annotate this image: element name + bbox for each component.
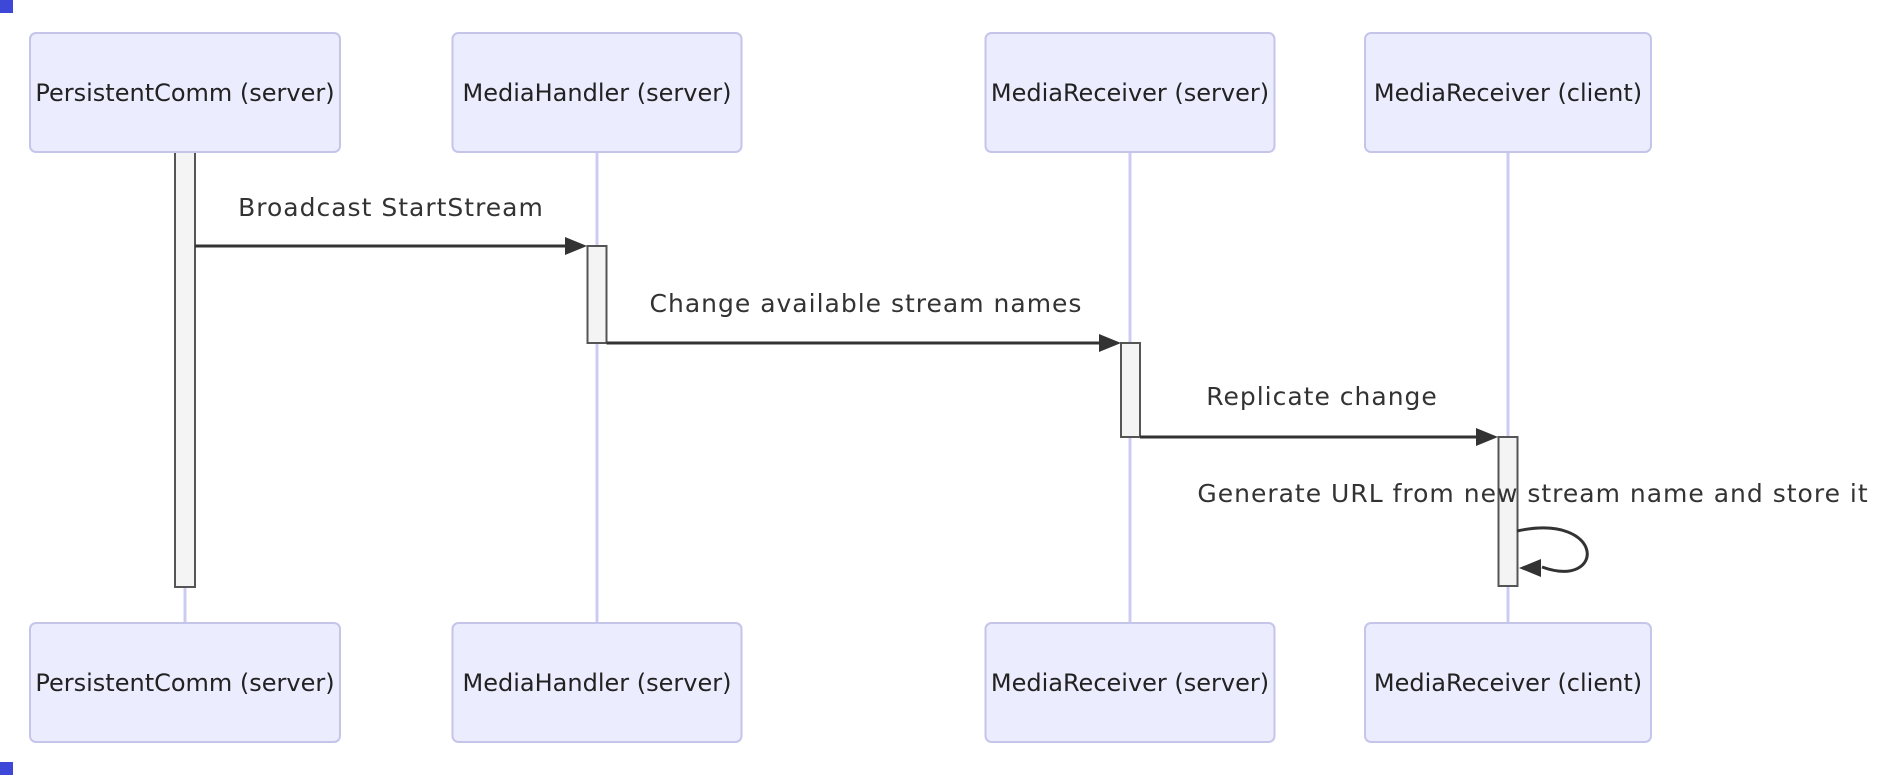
corner-marker-bottom-left bbox=[0, 762, 13, 775]
actor-box bbox=[29, 622, 341, 743]
arrowhead-icon bbox=[565, 237, 587, 255]
messages: Broadcast StartStream Change available s… bbox=[195, 193, 1868, 577]
actor-label: MediaHandler (server) bbox=[463, 79, 732, 107]
actor-box bbox=[451, 622, 743, 743]
message-label: Change available stream names bbox=[650, 289, 1083, 318]
message-generate-url-self-loop: Generate URL from new stream name and st… bbox=[1197, 479, 1868, 577]
actor-top-mediahandler-server: MediaHandler (server) bbox=[451, 32, 743, 153]
activation-bar-persistentcomm-server bbox=[174, 151, 196, 588]
arrowhead-icon bbox=[1476, 428, 1498, 446]
message-replicate-change: Replicate change bbox=[1140, 382, 1498, 446]
actor-bottom-mediahandler-server: MediaHandler (server) bbox=[451, 622, 743, 743]
actor-box bbox=[984, 32, 1276, 153]
activation-bar-mediareceiver-client bbox=[1497, 436, 1519, 587]
actor-bottom-mediareceiver-client: MediaReceiver (client) bbox=[1364, 622, 1652, 743]
actor-label: PersistentComm (server) bbox=[35, 79, 334, 107]
actor-label: MediaHandler (server) bbox=[463, 669, 732, 697]
actor-label: PersistentComm (server) bbox=[35, 669, 334, 697]
self-message-loop bbox=[1516, 526, 1589, 573]
actor-top-persistentcomm-server: PersistentComm (server) bbox=[29, 32, 341, 153]
actor-label: MediaReceiver (client) bbox=[1374, 79, 1642, 107]
message-label: Generate URL from new stream name and st… bbox=[1197, 479, 1868, 508]
message-broadcast-startstream: Broadcast StartStream bbox=[195, 193, 587, 255]
actor-label: MediaReceiver (server) bbox=[991, 669, 1269, 697]
message-label: Broadcast StartStream bbox=[238, 193, 544, 222]
corner-marker-top-left bbox=[0, 0, 13, 13]
actor-box bbox=[29, 32, 341, 153]
actor-row-bottom: PersistentComm (server) MediaHandler (se… bbox=[29, 622, 1652, 743]
activation-bar-mediahandler-server bbox=[586, 245, 608, 344]
activation-bars bbox=[174, 151, 1519, 588]
actor-box bbox=[984, 622, 1276, 743]
actor-box bbox=[1364, 622, 1652, 743]
actor-bottom-persistentcomm-server: PersistentComm (server) bbox=[29, 622, 341, 743]
actor-label: MediaReceiver (server) bbox=[991, 79, 1269, 107]
message-label: Replicate change bbox=[1206, 382, 1438, 411]
message-change-available-stream-names: Change available stream names bbox=[606, 289, 1121, 352]
actor-box bbox=[451, 32, 743, 153]
activation-bar-mediareceiver-server bbox=[1120, 342, 1141, 438]
actor-bottom-mediareceiver-server: MediaReceiver (server) bbox=[984, 622, 1276, 743]
actor-row-top: PersistentComm (server) MediaHandler (se… bbox=[29, 32, 1652, 153]
actor-top-mediareceiver-server: MediaReceiver (server) bbox=[984, 32, 1276, 153]
actor-top-mediareceiver-client: MediaReceiver (client) bbox=[1364, 32, 1652, 153]
arrowhead-icon bbox=[1099, 334, 1121, 352]
actor-box bbox=[1364, 32, 1652, 153]
actor-label: MediaReceiver (client) bbox=[1374, 669, 1642, 697]
arrowhead-icon bbox=[1519, 559, 1541, 577]
